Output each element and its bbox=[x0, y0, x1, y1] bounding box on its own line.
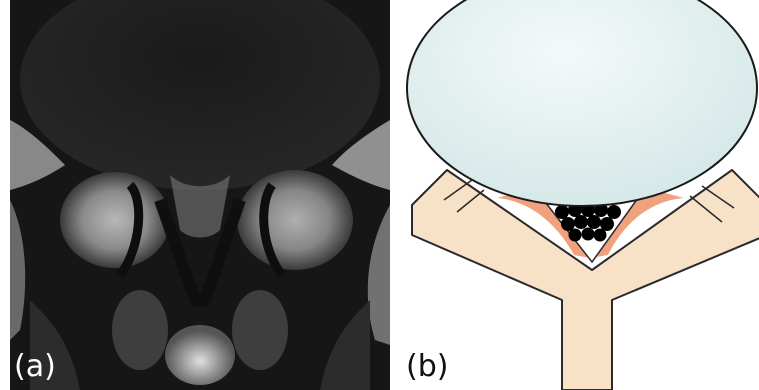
panel-label-a: (a) bbox=[14, 350, 56, 384]
spinous-process bbox=[165, 325, 235, 385]
right-facet bbox=[237, 170, 353, 270]
panel-label-b: (b) bbox=[406, 350, 448, 384]
left-facet bbox=[60, 172, 170, 268]
mri-panel: (a) bbox=[10, 0, 390, 390]
schematic-panel: (b) bbox=[402, 0, 759, 390]
intervertebral-disc bbox=[407, 0, 757, 206]
mri-image bbox=[10, 0, 390, 390]
schematic-illustration bbox=[402, 0, 759, 390]
